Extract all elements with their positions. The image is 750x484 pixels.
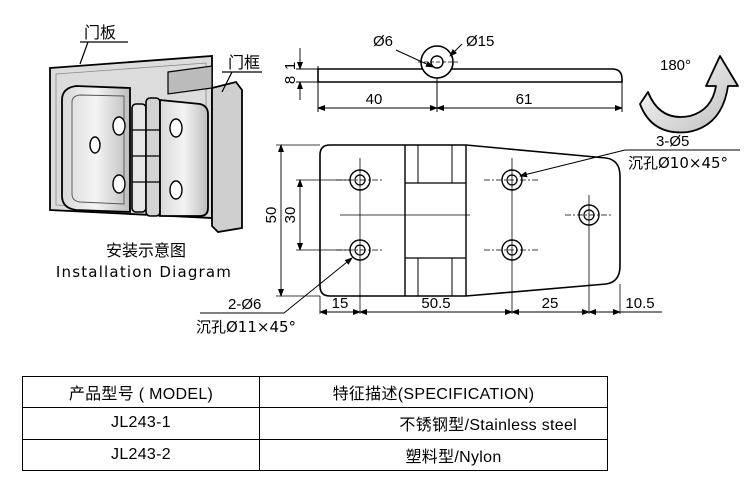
rotation-angle-label: 180° bbox=[660, 57, 691, 74]
installation-caption-en: Installation Diagram bbox=[56, 263, 232, 281]
thickness-1-label: 1 bbox=[282, 62, 299, 70]
width-15-label: 15 bbox=[332, 295, 349, 312]
spec-cell: 不锈钢型/Stainless steel bbox=[259, 407, 608, 440]
header-specification: 特征描述(SPECIFICATION) bbox=[259, 375, 608, 409]
right-holes-count-label: 3-Ø5 bbox=[656, 133, 689, 150]
rotation-arrow: 180° bbox=[639, 55, 739, 134]
spec-cell: 塑料型/Nylon bbox=[259, 438, 608, 472]
left-countersink-label: 沉孔Ø11×45° bbox=[196, 318, 296, 336]
door-frame-label: 门框 bbox=[228, 53, 260, 72]
width-25-label: 25 bbox=[542, 295, 559, 312]
top-view: 50 30 15 50.5 25 10.5 3-Ø5 沉孔Ø10×45° 2-Ø… bbox=[196, 133, 740, 336]
specification-table: 产品型号 ( MODEL) 特征描述(SPECIFICATION) JL243-… bbox=[22, 375, 608, 472]
technical-drawing: 门板 门框 安装示意图 Installation Diagram Ø6 Ø15 … bbox=[49, 23, 740, 336]
installation-caption-cn: 安装示意图 bbox=[106, 241, 186, 260]
height-50-label: 50 bbox=[263, 207, 280, 224]
width-10-5-label: 10.5 bbox=[625, 295, 654, 312]
thickness-8-label: 8 bbox=[282, 76, 299, 84]
model-cell: JL243-1 bbox=[22, 407, 260, 440]
installation-diagram: 门板 门框 安装示意图 Installation Diagram bbox=[49, 23, 262, 281]
table-header-row: 产品型号 ( MODEL) 特征描述(SPECIFICATION) bbox=[22, 375, 608, 409]
table-row: JL243-2 塑料型/Nylon bbox=[22, 438, 608, 472]
pin-diameter-label: Ø6 bbox=[373, 33, 393, 50]
right-countersink-label: 沉孔Ø10×45° bbox=[628, 154, 728, 172]
length-61-label: 61 bbox=[516, 91, 533, 108]
header-model: 产品型号 ( MODEL) bbox=[22, 375, 260, 409]
length-40-label: 40 bbox=[366, 91, 383, 108]
side-view: Ø6 Ø15 8 1 40 61 bbox=[282, 33, 623, 112]
knuckle-diameter-label: Ø15 bbox=[466, 33, 494, 50]
height-30-label: 30 bbox=[282, 207, 299, 224]
left-holes-count-label: 2-Ø6 bbox=[228, 296, 261, 313]
width-50-5-label: 50.5 bbox=[421, 295, 450, 312]
door-panel-label: 门板 bbox=[84, 23, 116, 42]
table-row: JL243-1 不锈钢型/Stainless steel bbox=[22, 407, 608, 440]
model-cell: JL243-2 bbox=[22, 438, 260, 472]
